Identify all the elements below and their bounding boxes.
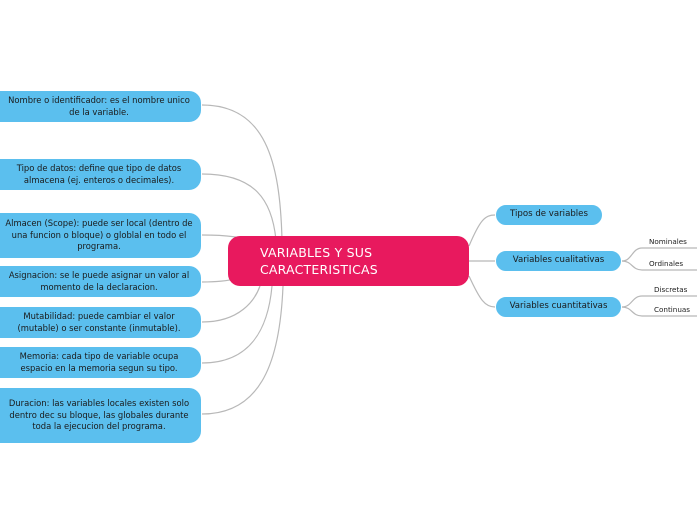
connector-left-6: [201, 285, 273, 364]
topic-duracion[interactable]: Duracion: las variables locales existen …: [0, 387, 202, 444]
central-topic[interactable]: VARIABLES Y SUS CARACTERISTICAS: [228, 236, 469, 286]
topic-label: Nombre o identificador: es el nombre uni…: [8, 95, 190, 117]
topic-nombre-identificador[interactable]: Nombre o identificador: es el nombre uni…: [0, 90, 202, 123]
connector-left-7: [201, 285, 284, 415]
topic-label: Variables cuantitativas: [509, 301, 608, 312]
topic-variables-cualitativas[interactable]: Variables cualitativas: [495, 250, 622, 272]
topic-almacen-scope[interactable]: Almacen (Scope): puede ser local (dentro…: [0, 212, 202, 259]
connector-right-3: [468, 275, 496, 308]
topic-mutabilidad[interactable]: Mutabilidad: puede cambiar el valor (mut…: [0, 306, 202, 339]
topic-label: Variables cualitativas: [512, 255, 605, 266]
topic-label: Memoria: cada tipo de variable ocupa esp…: [19, 351, 179, 373]
connector-leaf-discretas: [621, 295, 697, 308]
connector-left-2: [201, 173, 277, 241]
topic-label: Tipo de datos: define que tipo de datos …: [16, 163, 182, 185]
topic-tipo-de-datos[interactable]: Tipo de datos: define que tipo de datos …: [0, 158, 202, 191]
topic-asignacion[interactable]: Asignacion: se le puede asignar un valor…: [0, 265, 202, 298]
central-topic-title: VARIABLES Y SUS CARACTERISTICAS: [260, 245, 378, 277]
subtopic-continuas[interactable]: Continuas: [654, 305, 691, 314]
connector-leaf-continuas: [621, 306, 697, 317]
topic-memoria[interactable]: Memoria: cada tipo de variable ocupa esp…: [0, 346, 202, 379]
topic-tipos-de-variables[interactable]: Tipos de variables: [495, 204, 603, 226]
topic-variables-cuantitativas[interactable]: Variables cuantitativas: [495, 296, 622, 318]
connector-right-1: [468, 214, 496, 247]
topic-label: Mutabilidad: puede cambiar el valor (mut…: [17, 311, 181, 333]
topic-label: Almacen (Scope): puede ser local (dentro…: [5, 218, 193, 252]
topic-label: Tipos de variables: [510, 209, 588, 220]
topic-label: Duracion: las variables locales existen …: [8, 398, 190, 432]
connector-left-5: [201, 285, 261, 323]
connector-leaf-nominales: [621, 247, 697, 262]
subtopic-ordinales[interactable]: Ordinales: [649, 259, 684, 268]
connector-left-1: [201, 104, 283, 241]
topic-label: Asignacion: se le puede asignar un valor…: [8, 270, 190, 292]
connector-leaf-ordinales: [621, 260, 697, 271]
subtopic-discretas[interactable]: Discretas: [654, 285, 688, 294]
subtopic-nominales[interactable]: Nominales: [649, 237, 687, 246]
